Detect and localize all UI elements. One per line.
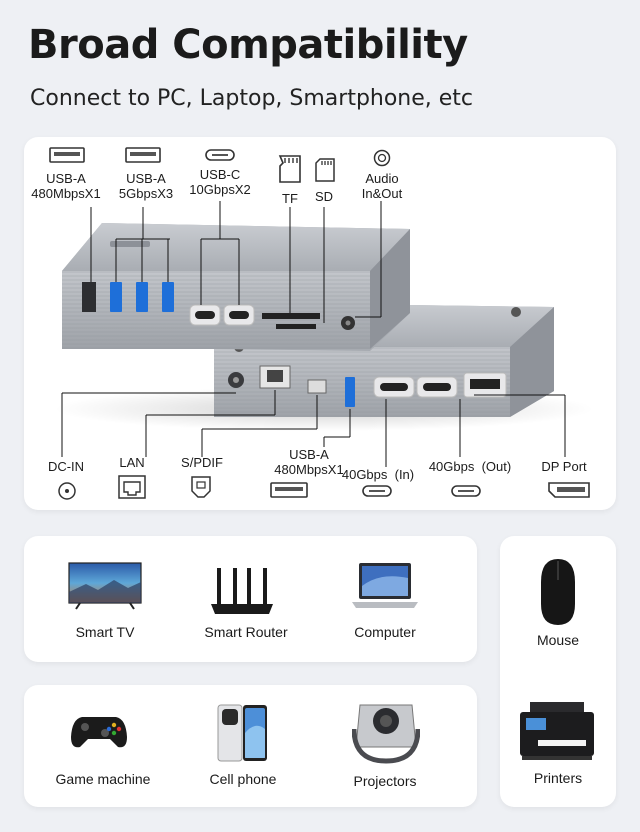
port-label-dp: DP Port bbox=[541, 459, 587, 474]
port-label-40g-in: 40Gbps (In) bbox=[341, 467, 415, 482]
usb-a-icon bbox=[49, 147, 85, 163]
device-label-smart-router: Smart Router bbox=[204, 624, 288, 640]
usb-c-icon bbox=[451, 485, 481, 497]
spdif-icon bbox=[191, 476, 211, 498]
smart-tv-icon bbox=[68, 562, 142, 610]
port-label-tf: TF bbox=[282, 191, 298, 206]
device-label-printers: Printers bbox=[533, 770, 583, 786]
port-label-sd: SD bbox=[314, 189, 334, 204]
page-subtitle: Connect to PC, Laptop, Smartphone, etc bbox=[30, 86, 474, 111]
port-label-dc-in: DC-IN bbox=[47, 459, 85, 474]
usb-a-icon bbox=[125, 147, 161, 163]
device-label-cell-phone: Cell phone bbox=[209, 771, 277, 787]
projector-icon bbox=[352, 704, 420, 764]
devices-card-row-2: Game machine Cell phone Projectors bbox=[24, 685, 477, 807]
port-label-spdif: S/PDIF bbox=[181, 455, 223, 470]
devices-card-row-1: Smart TV Smart Router Computer bbox=[24, 536, 477, 662]
device-label-mouse: Mouse bbox=[536, 632, 580, 648]
device-label-projectors: Projectors bbox=[353, 773, 417, 789]
page-title: Broad Compatibility bbox=[28, 22, 468, 68]
audio-jack-icon bbox=[373, 149, 391, 167]
gamepad-icon bbox=[71, 717, 127, 748]
router-icon bbox=[211, 568, 273, 614]
sd-card-icon bbox=[315, 158, 335, 182]
docking-station-illustration bbox=[54, 201, 594, 467]
dc-in-icon bbox=[58, 482, 76, 500]
usb-c-icon bbox=[362, 485, 392, 497]
laptop-icon bbox=[352, 563, 418, 608]
printer-icon bbox=[520, 702, 594, 760]
usb-a-icon bbox=[270, 482, 308, 498]
usb-c-icon bbox=[205, 149, 235, 161]
phone-icon bbox=[217, 704, 267, 762]
port-label-lan: LAN bbox=[119, 455, 145, 470]
mouse-icon bbox=[541, 559, 575, 625]
lan-icon bbox=[118, 475, 146, 499]
device-label-smart-tv: Smart TV bbox=[75, 624, 135, 640]
displayport-icon bbox=[548, 482, 590, 498]
device-label-game-machine: Game machine bbox=[55, 771, 151, 787]
devices-card-column: Mouse Printers bbox=[500, 536, 616, 807]
tf-card-icon bbox=[278, 155, 301, 183]
port-label-40g-out: 40Gbps (Out) bbox=[428, 459, 512, 474]
device-label-computer: Computer bbox=[354, 624, 416, 640]
